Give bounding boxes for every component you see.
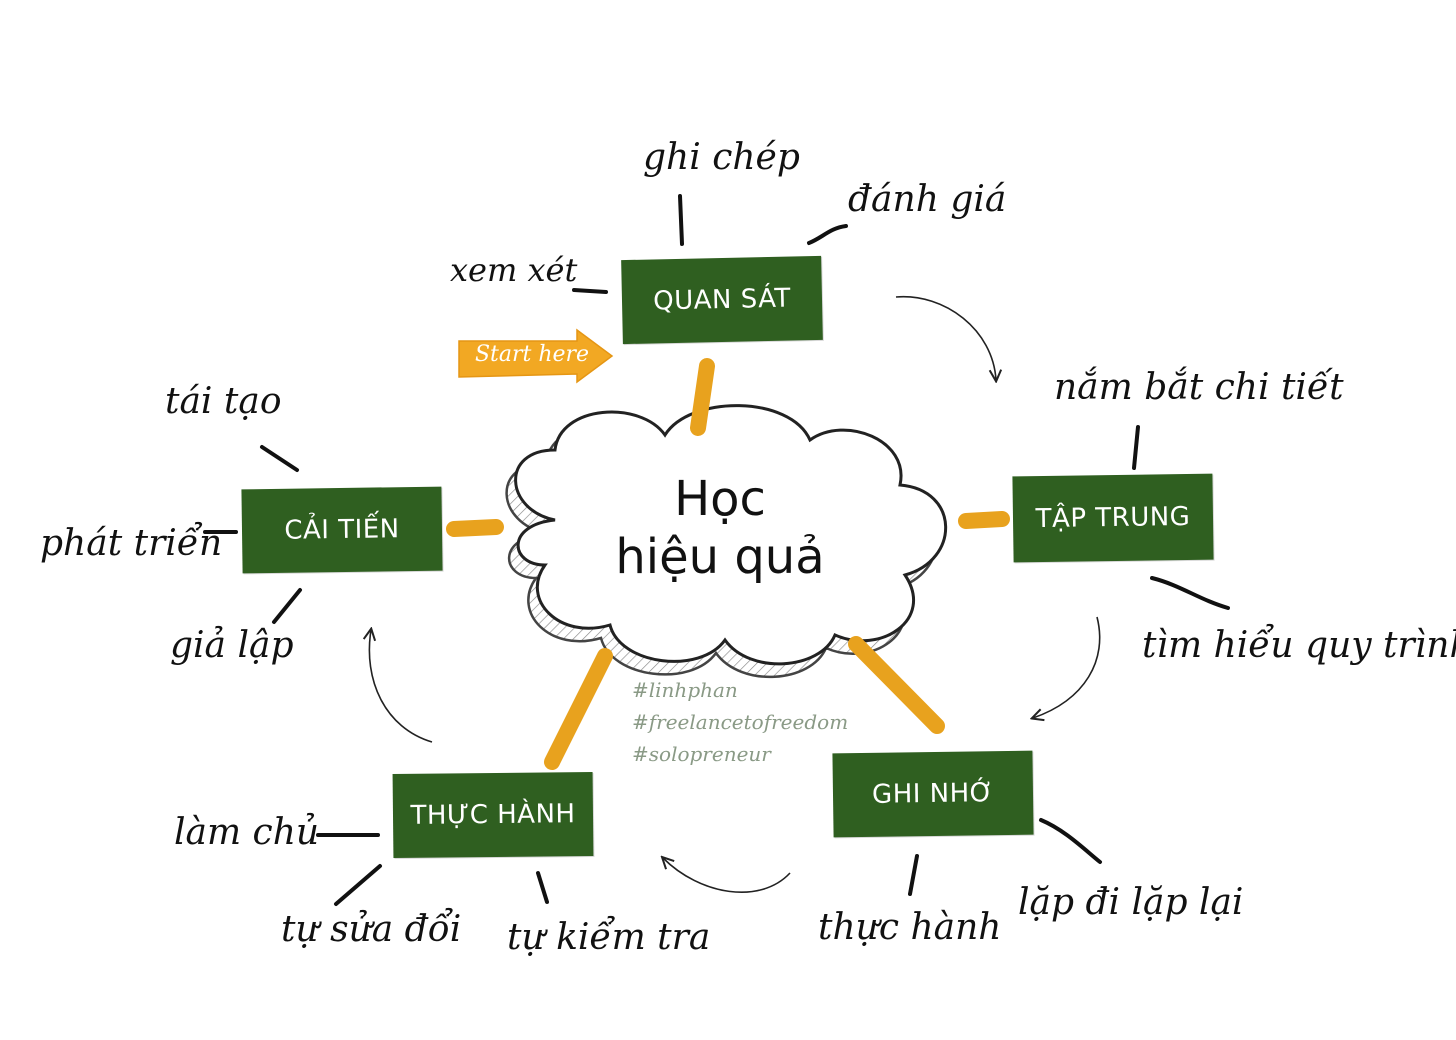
- branch-line-process: [1150, 576, 1230, 610]
- connector-practice: [544, 648, 613, 770]
- stage-practice-box: THỰC HÀNH: [392, 771, 594, 859]
- branch-notes: ghi chép: [643, 137, 800, 178]
- cycle-arrow-3: [663, 858, 791, 893]
- stage-focus-box: TẬP TRUNG: [1012, 473, 1214, 563]
- center-title-line-1: Học: [674, 471, 766, 527]
- hashtag-2: #freelancetofreedom: [632, 710, 849, 734]
- stage-observe-box: QUAN SÁT: [621, 255, 823, 345]
- branch-repeat: lặp đi lặp lại: [1018, 882, 1244, 923]
- branch-line-recreate: [260, 445, 299, 472]
- branch-recreate: tái tạo: [165, 381, 282, 422]
- cycle-arrow-4: [369, 630, 433, 743]
- branch-details: nắm bắt chi tiết: [1054, 367, 1344, 408]
- branch-line-review: [572, 288, 608, 294]
- cloud-shape: [514, 404, 948, 666]
- branch-line-thuc-hanh: [908, 854, 919, 896]
- center-title-line-2: hiệu quả: [615, 529, 825, 585]
- stage-remember-box: GHI NHỚ: [832, 750, 1034, 838]
- hashtag-1: #linhphan: [632, 678, 738, 702]
- branch-line-self-check: [536, 871, 549, 904]
- branch-master: làm chủ: [174, 812, 320, 853]
- connector-focus: [958, 511, 1010, 529]
- branch-self-correct: tự sửa đổi: [281, 909, 462, 950]
- branch-thuc-hanh: thực hành: [818, 907, 1002, 948]
- branch-review: xem xét: [450, 251, 578, 289]
- branch-evaluate: đánh giá: [848, 179, 1007, 220]
- branch-line-details: [1132, 425, 1140, 470]
- connector-improve: [446, 519, 504, 537]
- branch-process: tìm hiểu quy trình: [1142, 625, 1456, 666]
- branch-simulate: giả lập: [170, 625, 294, 666]
- branch-line-repeat: [1039, 818, 1102, 864]
- branch-line-evaluate: [807, 224, 848, 245]
- branch-develop: phát triển: [40, 523, 223, 564]
- cycle-arrow-2: [1033, 616, 1101, 718]
- start-here-arrow: [458, 328, 614, 384]
- cycle-arrow-1: [895, 295, 996, 380]
- branch-line-self-correct: [334, 864, 382, 906]
- center-title: Học hiệu quả: [560, 470, 880, 586]
- connector-remember: [848, 636, 945, 734]
- hashtag-3: #solopreneur: [632, 742, 771, 766]
- branch-self-check: tự kiểm tra: [507, 917, 711, 958]
- branch-line-notes: [678, 194, 684, 246]
- branch-line-simulate: [272, 588, 302, 624]
- stage-improve-box: CẢI TIẾN: [241, 486, 443, 574]
- connector-observe: [690, 358, 715, 436]
- start-here-label: Start here: [474, 342, 590, 367]
